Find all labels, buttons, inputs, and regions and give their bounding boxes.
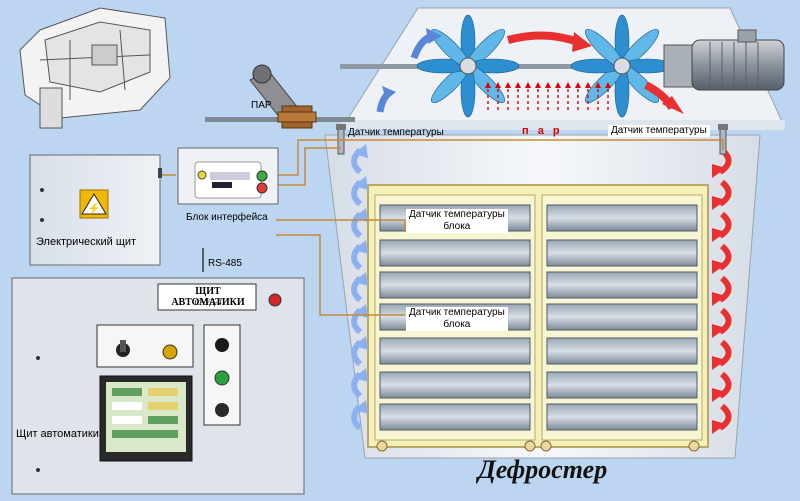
arrow-icon [565, 82, 571, 110]
tray [546, 337, 698, 365]
block-sensor-top-label: Датчик температуры блока [406, 209, 508, 233]
arrow-icon [351, 272, 368, 303]
arrow-icon [535, 82, 541, 110]
tray [546, 204, 698, 232]
fans [416, 14, 674, 118]
valve-icon [249, 64, 317, 129]
arrow-icon [712, 275, 732, 306]
arrow-icon [712, 371, 732, 402]
arrow-icon [515, 82, 521, 110]
interface-block-device [177, 147, 279, 205]
tray [379, 271, 531, 299]
arrow-icon [712, 243, 732, 274]
arrow-icon [712, 211, 732, 242]
diagram-title: Дефростер [478, 455, 608, 484]
warning-icon: ⚡ [79, 189, 109, 219]
temp-sensor-right-label: Датчик температуры [608, 125, 710, 137]
steam-arrows [485, 82, 611, 110]
electrical-panel-label: Электрический щит [36, 236, 137, 248]
arrow-icon [605, 82, 611, 110]
automation-header-label: ЩИТ АВТОМАТИКИ [171, 286, 245, 308]
interface-block-label: Блок интерфейса [186, 212, 268, 223]
arrow-icon [351, 400, 368, 431]
steam-center-label: п а р [522, 125, 563, 137]
tray [546, 303, 698, 331]
arrow-icon [351, 176, 368, 207]
steam-pipe-label: ПАР [251, 100, 272, 111]
tray [546, 403, 698, 431]
arrow-icon [525, 82, 531, 110]
arrow-icon [712, 307, 732, 338]
arrow-icon [351, 144, 368, 175]
tray [379, 371, 531, 399]
tray [546, 239, 698, 267]
arrow-icon [545, 82, 551, 110]
arrow-icon [351, 240, 368, 271]
svg-text:⚡: ⚡ [87, 202, 101, 215]
automation-panel-label: Щит автоматики [16, 428, 99, 440]
temp-sensor-left-label: Датчик температуры [348, 127, 444, 138]
arrow-icon [351, 208, 368, 239]
motor-icon [663, 29, 785, 91]
arrow-icon [712, 403, 732, 434]
tray [379, 403, 531, 431]
block-sensor-bottom-label: Датчик температуры блока [406, 307, 508, 331]
arrow-icon [351, 368, 368, 399]
arrow-icon [712, 179, 732, 210]
wiring [160, 139, 724, 316]
arrow-icon [351, 336, 368, 367]
fan-icon [416, 14, 520, 118]
arrow-icon [595, 82, 601, 110]
arrow-icon [585, 82, 591, 110]
top-flow-arrows [376, 28, 684, 114]
tray [546, 271, 698, 299]
arrow-icon [495, 82, 501, 110]
automation-sub-label: САУД-4 [194, 298, 222, 307]
automation-panel [11, 277, 305, 495]
arrow-icon [485, 82, 491, 110]
fan-icon [570, 14, 674, 118]
arrow-icon [712, 339, 732, 370]
arrow-icon [555, 82, 561, 110]
machine-sketch [19, 7, 171, 129]
arrow-icon [505, 82, 511, 110]
tray [379, 337, 531, 365]
tray [379, 239, 531, 267]
rs485-label: RS-485 [208, 258, 242, 269]
arrow-icon [575, 82, 581, 110]
fan-shaft [340, 64, 740, 69]
tray [546, 371, 698, 399]
